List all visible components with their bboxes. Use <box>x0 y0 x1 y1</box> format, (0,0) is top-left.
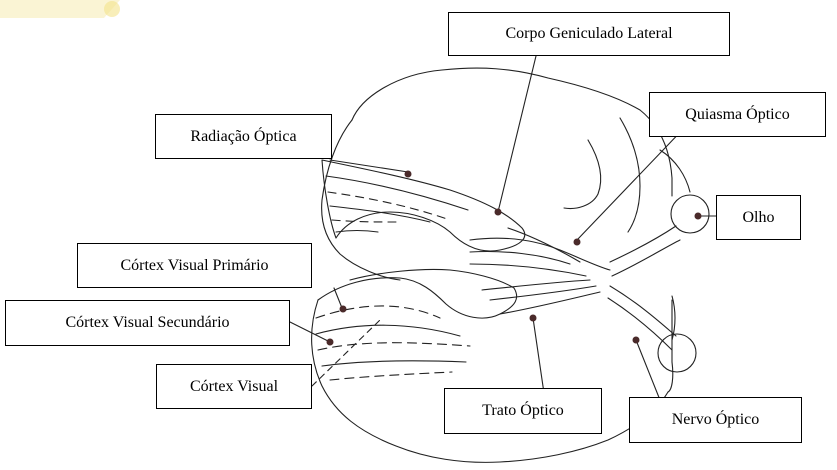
dot-trato <box>530 315 537 322</box>
label-cortex-visual-secundario: Córtex Visual Secundário <box>5 300 290 346</box>
optic-nerve-upper <box>610 226 676 262</box>
dot-cortex-secundario <box>327 339 334 346</box>
label-quiasma-optico: Quiasma Óptico <box>649 92 826 137</box>
brain-outline-left-upper <box>322 120 400 280</box>
optic-nerve-lower <box>610 286 676 336</box>
label-nervo-optico: Nervo Óptico <box>629 397 802 443</box>
chiasm-fibres <box>470 238 610 270</box>
dot-nervo <box>633 337 640 344</box>
dot-olho <box>695 213 702 220</box>
lower-lobe <box>318 269 517 318</box>
label-trato-optico: Trato Óptico <box>444 388 602 434</box>
eye-upper <box>671 195 709 233</box>
eye-lower <box>658 334 696 372</box>
label-corpo-geniculado-lateral: Corpo Geniculado Lateral <box>448 12 730 56</box>
label-cortex-visual-primario: Córtex Visual Primário <box>77 243 312 288</box>
dot-cortex-primario <box>340 306 347 313</box>
dot-quiasma <box>574 239 581 246</box>
dot-radiacao <box>405 171 412 178</box>
upper-lobe <box>322 160 525 251</box>
dot-corpo-geniculado <box>495 209 502 216</box>
label-olho: Olho <box>716 195 801 240</box>
label-radiacao-optica: Radiação Óptica <box>155 114 332 159</box>
label-cortex-visual: Córtex Visual <box>156 364 312 409</box>
brain-outline-lower <box>312 300 668 462</box>
